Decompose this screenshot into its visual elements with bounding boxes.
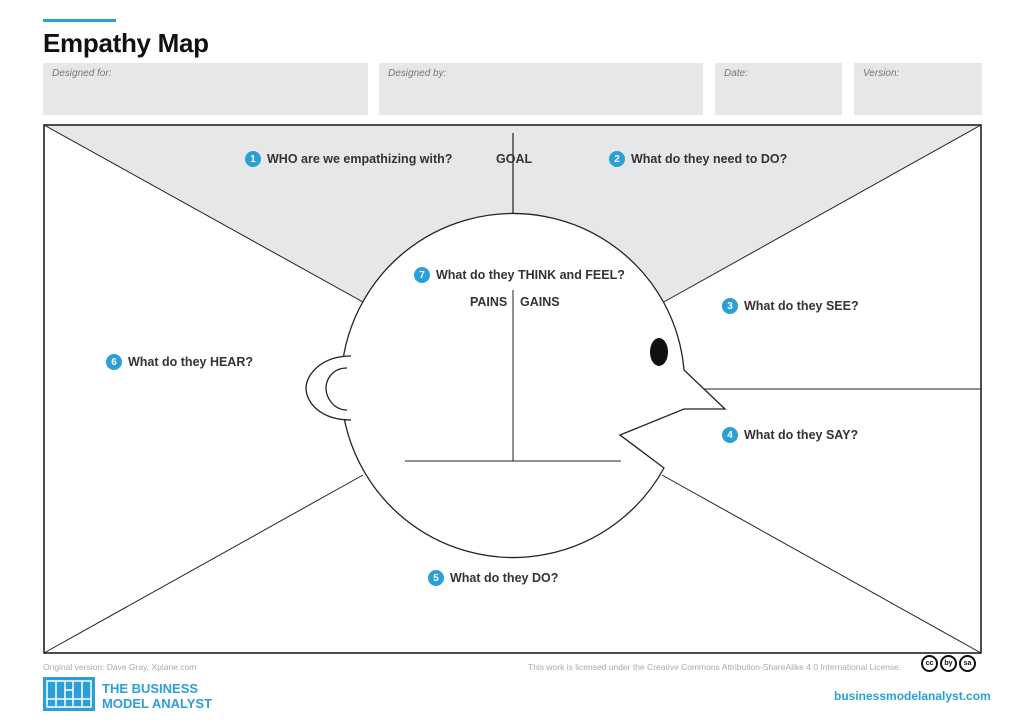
section-see: 3 What do they SEE? [722,298,859,314]
date-label: Date: [724,68,748,79]
section-who: 1 WHO are we empathizing with? [245,151,452,167]
pains-label: PAINS [470,295,508,309]
designed-for-label: Designed for: [52,68,112,79]
section-do-need-number: 2 [609,151,625,167]
diagonal-top-right [661,124,982,304]
cc-icon: cc [921,655,938,672]
section-say-number: 4 [722,427,738,443]
head-outline [340,212,727,559]
diagonal-bottom-left [43,474,364,654]
page-title: Empathy Map [43,28,209,58]
section-think-feel-number: 7 [414,267,430,283]
website-link[interactable]: businessmodelanalyst.com [834,689,991,703]
section-do-number: 5 [428,570,444,586]
section-who-label: WHO are we empathizing with? [267,152,453,166]
section-do-need-label: What do they need to DO? [631,152,788,166]
designed-by-field[interactable]: Designed by: [379,63,703,115]
sa-icon: sa [959,655,976,672]
section-do-label: What do they DO? [450,571,559,585]
section-hear-number: 6 [106,354,122,370]
designed-for-field[interactable]: Designed for: [43,63,368,115]
section-see-label: What do they SEE? [744,299,859,313]
section-hear-label: What do they HEAR? [128,355,253,369]
section-think-feel: 7 What do they THINK and FEEL? [414,267,625,283]
ear-outer [305,355,352,421]
brand-logo [43,677,95,711]
gains-label: GAINS [520,295,560,309]
version-field[interactable]: Version: [854,63,982,115]
brand-line-1: THE BUSINESS [102,681,199,696]
by-icon: by [940,655,957,672]
section-do: 5 What do they DO? [428,570,558,586]
diagonal-bottom-right [661,474,982,654]
license-text: This work is licensed under the Creative… [528,662,902,672]
diagonal-top-left [43,124,364,303]
section-do-need: 2 What do they need to DO? [609,151,787,167]
section-say: 4 What do they SAY? [722,427,858,443]
section-think-feel-label: What do they THINK and FEEL? [436,268,625,282]
credit-text: Original version: Dave Gray, Xplane.com [43,662,197,672]
date-field[interactable]: Date: [715,63,842,115]
goal-label: GOAL [496,152,533,166]
outer-frame [43,124,982,654]
designed-by-label: Designed by: [388,68,447,79]
version-label: Version: [863,68,900,79]
cc-license-badges[interactable]: cc by sa [921,655,976,672]
brand-name: THE BUSINESS MODEL ANALYST [102,681,212,711]
section-hear: 6 What do they HEAR? [106,354,253,370]
section-who-number: 1 [245,151,261,167]
section-see-number: 3 [722,298,738,314]
brand-line-2: MODEL ANALYST [102,696,213,711]
ear-inner [325,367,348,411]
eye [650,338,668,366]
title-accent-bar [43,19,116,22]
section-say-label: What do they SAY? [744,428,859,442]
